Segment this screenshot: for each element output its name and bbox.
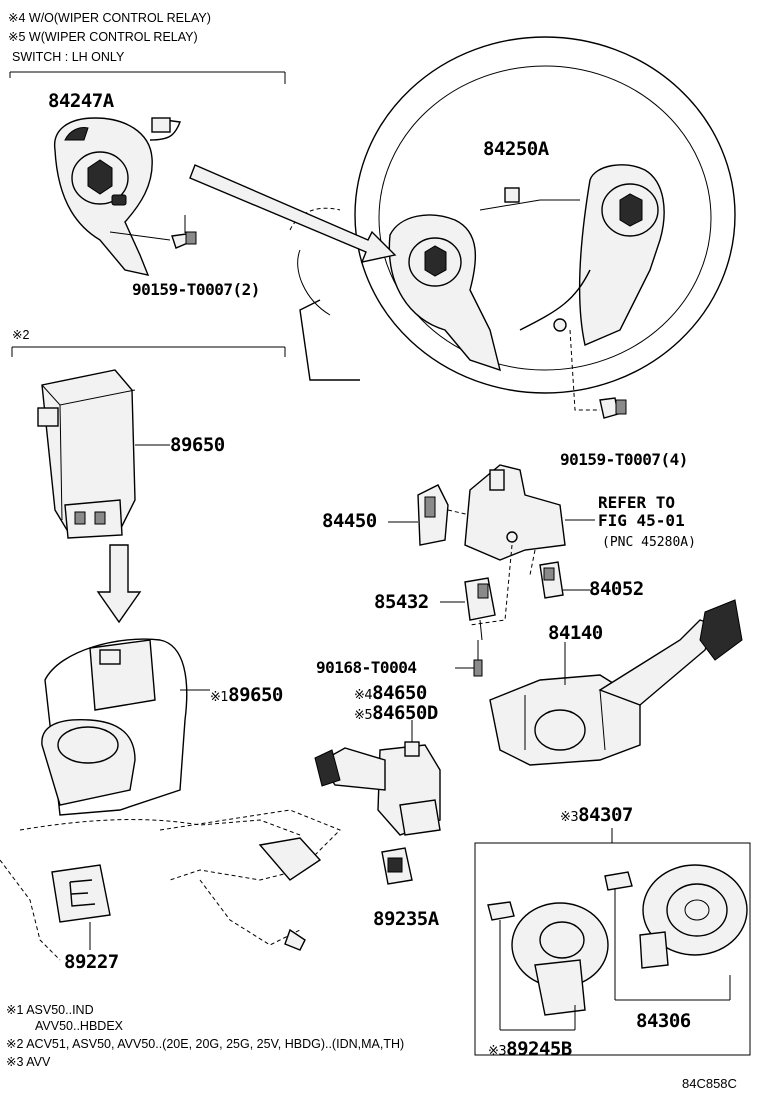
mark-5: ※5	[354, 708, 373, 723]
label-84140: 84140	[548, 622, 603, 644]
label-89245b: ※389245B	[488, 1040, 572, 1059]
steering-wheel	[289, 36, 736, 419]
label-84307: ※384307	[560, 806, 633, 825]
note-wiper-relay-w: ※5 W(WIPER CONTROL RELAY)	[8, 30, 198, 44]
combination-switch-84140	[489, 599, 743, 766]
note-section-2: ※2	[12, 328, 30, 342]
mark-1: ※1	[210, 690, 229, 705]
wiper-switch-84650	[314, 720, 441, 836]
label-90168-t0004: 90168-T0004	[316, 658, 417, 677]
label-84307-number: 84307	[578, 804, 633, 826]
label-89650-1: ※189650	[210, 686, 283, 705]
label-89227: 89227	[64, 951, 119, 973]
pointer-arrow	[189, 164, 397, 263]
label-89650-1-number: 89650	[228, 684, 283, 706]
label-89235a: 89235A	[373, 908, 439, 930]
footnote-1-line2: AVV50..HBDEX	[35, 1019, 124, 1033]
note-switch-lh: SWITCH : LH ONLY	[12, 50, 125, 64]
label-84247a: 84247A	[48, 90, 114, 112]
note-wiper-relay-wo: ※4 W/O(WIPER CONTROL RELAY)	[8, 11, 211, 25]
mark-3-84307: ※3	[560, 810, 579, 825]
ecu-89227	[51, 864, 111, 950]
module-89650	[37, 369, 170, 539]
footnote-1-line1: ※1 ASV50..IND	[6, 1003, 94, 1017]
footnote-2: ※2 ACV51, ASV50, AVV50..(20E, 20G, 25G, …	[6, 1037, 405, 1051]
down-arrow	[96, 544, 142, 624]
label-85432: 85432	[374, 591, 429, 613]
label-89650: 89650	[170, 434, 225, 456]
steering-column-assembly	[0, 638, 341, 961]
refer-to-line3: (PNC 45280A)	[602, 532, 696, 551]
label-84650: ※484650	[354, 684, 427, 703]
refer-to-line1: REFER TO	[598, 493, 676, 512]
label-84306: 84306	[636, 1010, 691, 1032]
label-84052: 84052	[589, 578, 644, 600]
label-84650d: ※584650D	[354, 704, 438, 723]
diagram-code: 84C858C	[682, 1076, 737, 1091]
mark-4: ※4	[354, 688, 373, 703]
switch-85432	[440, 577, 496, 641]
footnote-3: ※3 AVV	[6, 1055, 51, 1069]
section-bracket-2	[11, 346, 286, 357]
sensor-89235a	[381, 847, 413, 885]
section-bracket-top	[9, 71, 286, 84]
refer-pnc: (PNC 45280A)	[602, 535, 696, 550]
label-89245b-number: 89245B	[506, 1038, 572, 1060]
label-84650-number: 84650	[372, 682, 427, 704]
screw-90168	[455, 640, 483, 677]
label-84650d-number: 84650D	[372, 702, 438, 724]
bracket-assembly	[388, 464, 595, 626]
spiral-cable-box	[474, 828, 751, 1056]
mark-3-89245b: ※3	[488, 1044, 507, 1059]
label-84250a: 84250A	[483, 138, 549, 160]
label-84450: 84450	[322, 510, 377, 532]
label-90159-t0007-4: 90159-T0007(4)	[560, 450, 688, 469]
switch-84247a	[53, 117, 197, 276]
label-90159-t0007-2: 90159-T0007(2)	[132, 280, 260, 299]
refer-to-line2: FIG 45-01	[598, 511, 685, 530]
connector-84052	[539, 561, 590, 599]
